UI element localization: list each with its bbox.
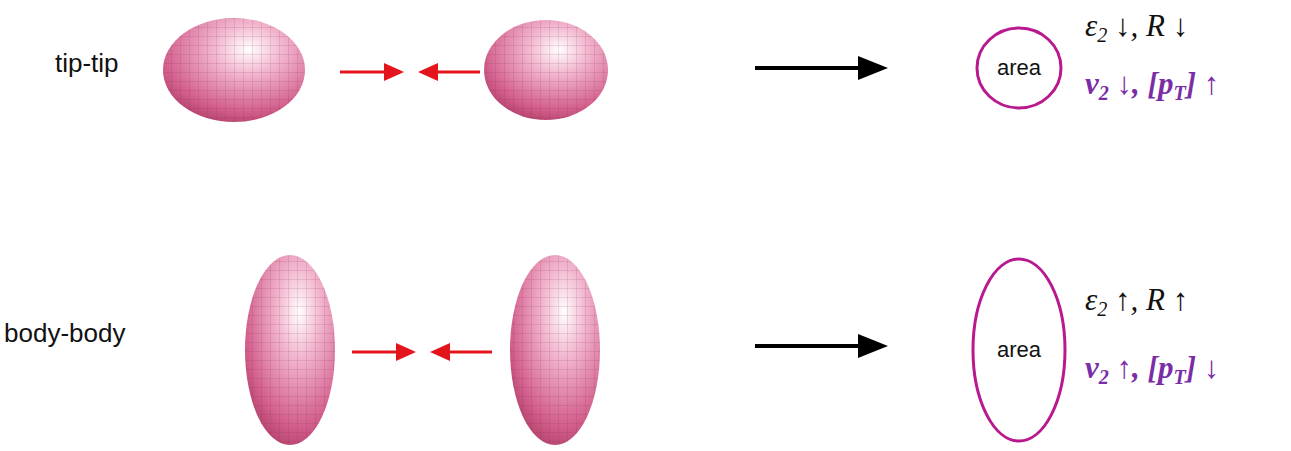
node-label: area [997,55,1041,81]
nucleus-left-body [245,255,335,445]
row-label: body-body [4,318,125,349]
observable-label: v2 ↓, [pT] ↑ [1085,66,1219,102]
result-arrows [755,56,888,358]
row-label: tip-tip [55,48,119,79]
collision-arrows [340,63,492,361]
nucleus-left-tip [163,18,305,122]
area-ellipse: area [975,26,1063,110]
observable-label: ε2 ↑, R ↑ [1085,282,1188,318]
area-ellipse: area [971,257,1067,443]
nucleus-right-tip [484,20,608,120]
observable-label: v2 ↑, [pT] ↓ [1085,350,1219,386]
observable-label: ε2 ↓, R ↓ [1085,8,1188,44]
node-label: area [997,337,1041,363]
nucleus-right-body [510,255,600,445]
